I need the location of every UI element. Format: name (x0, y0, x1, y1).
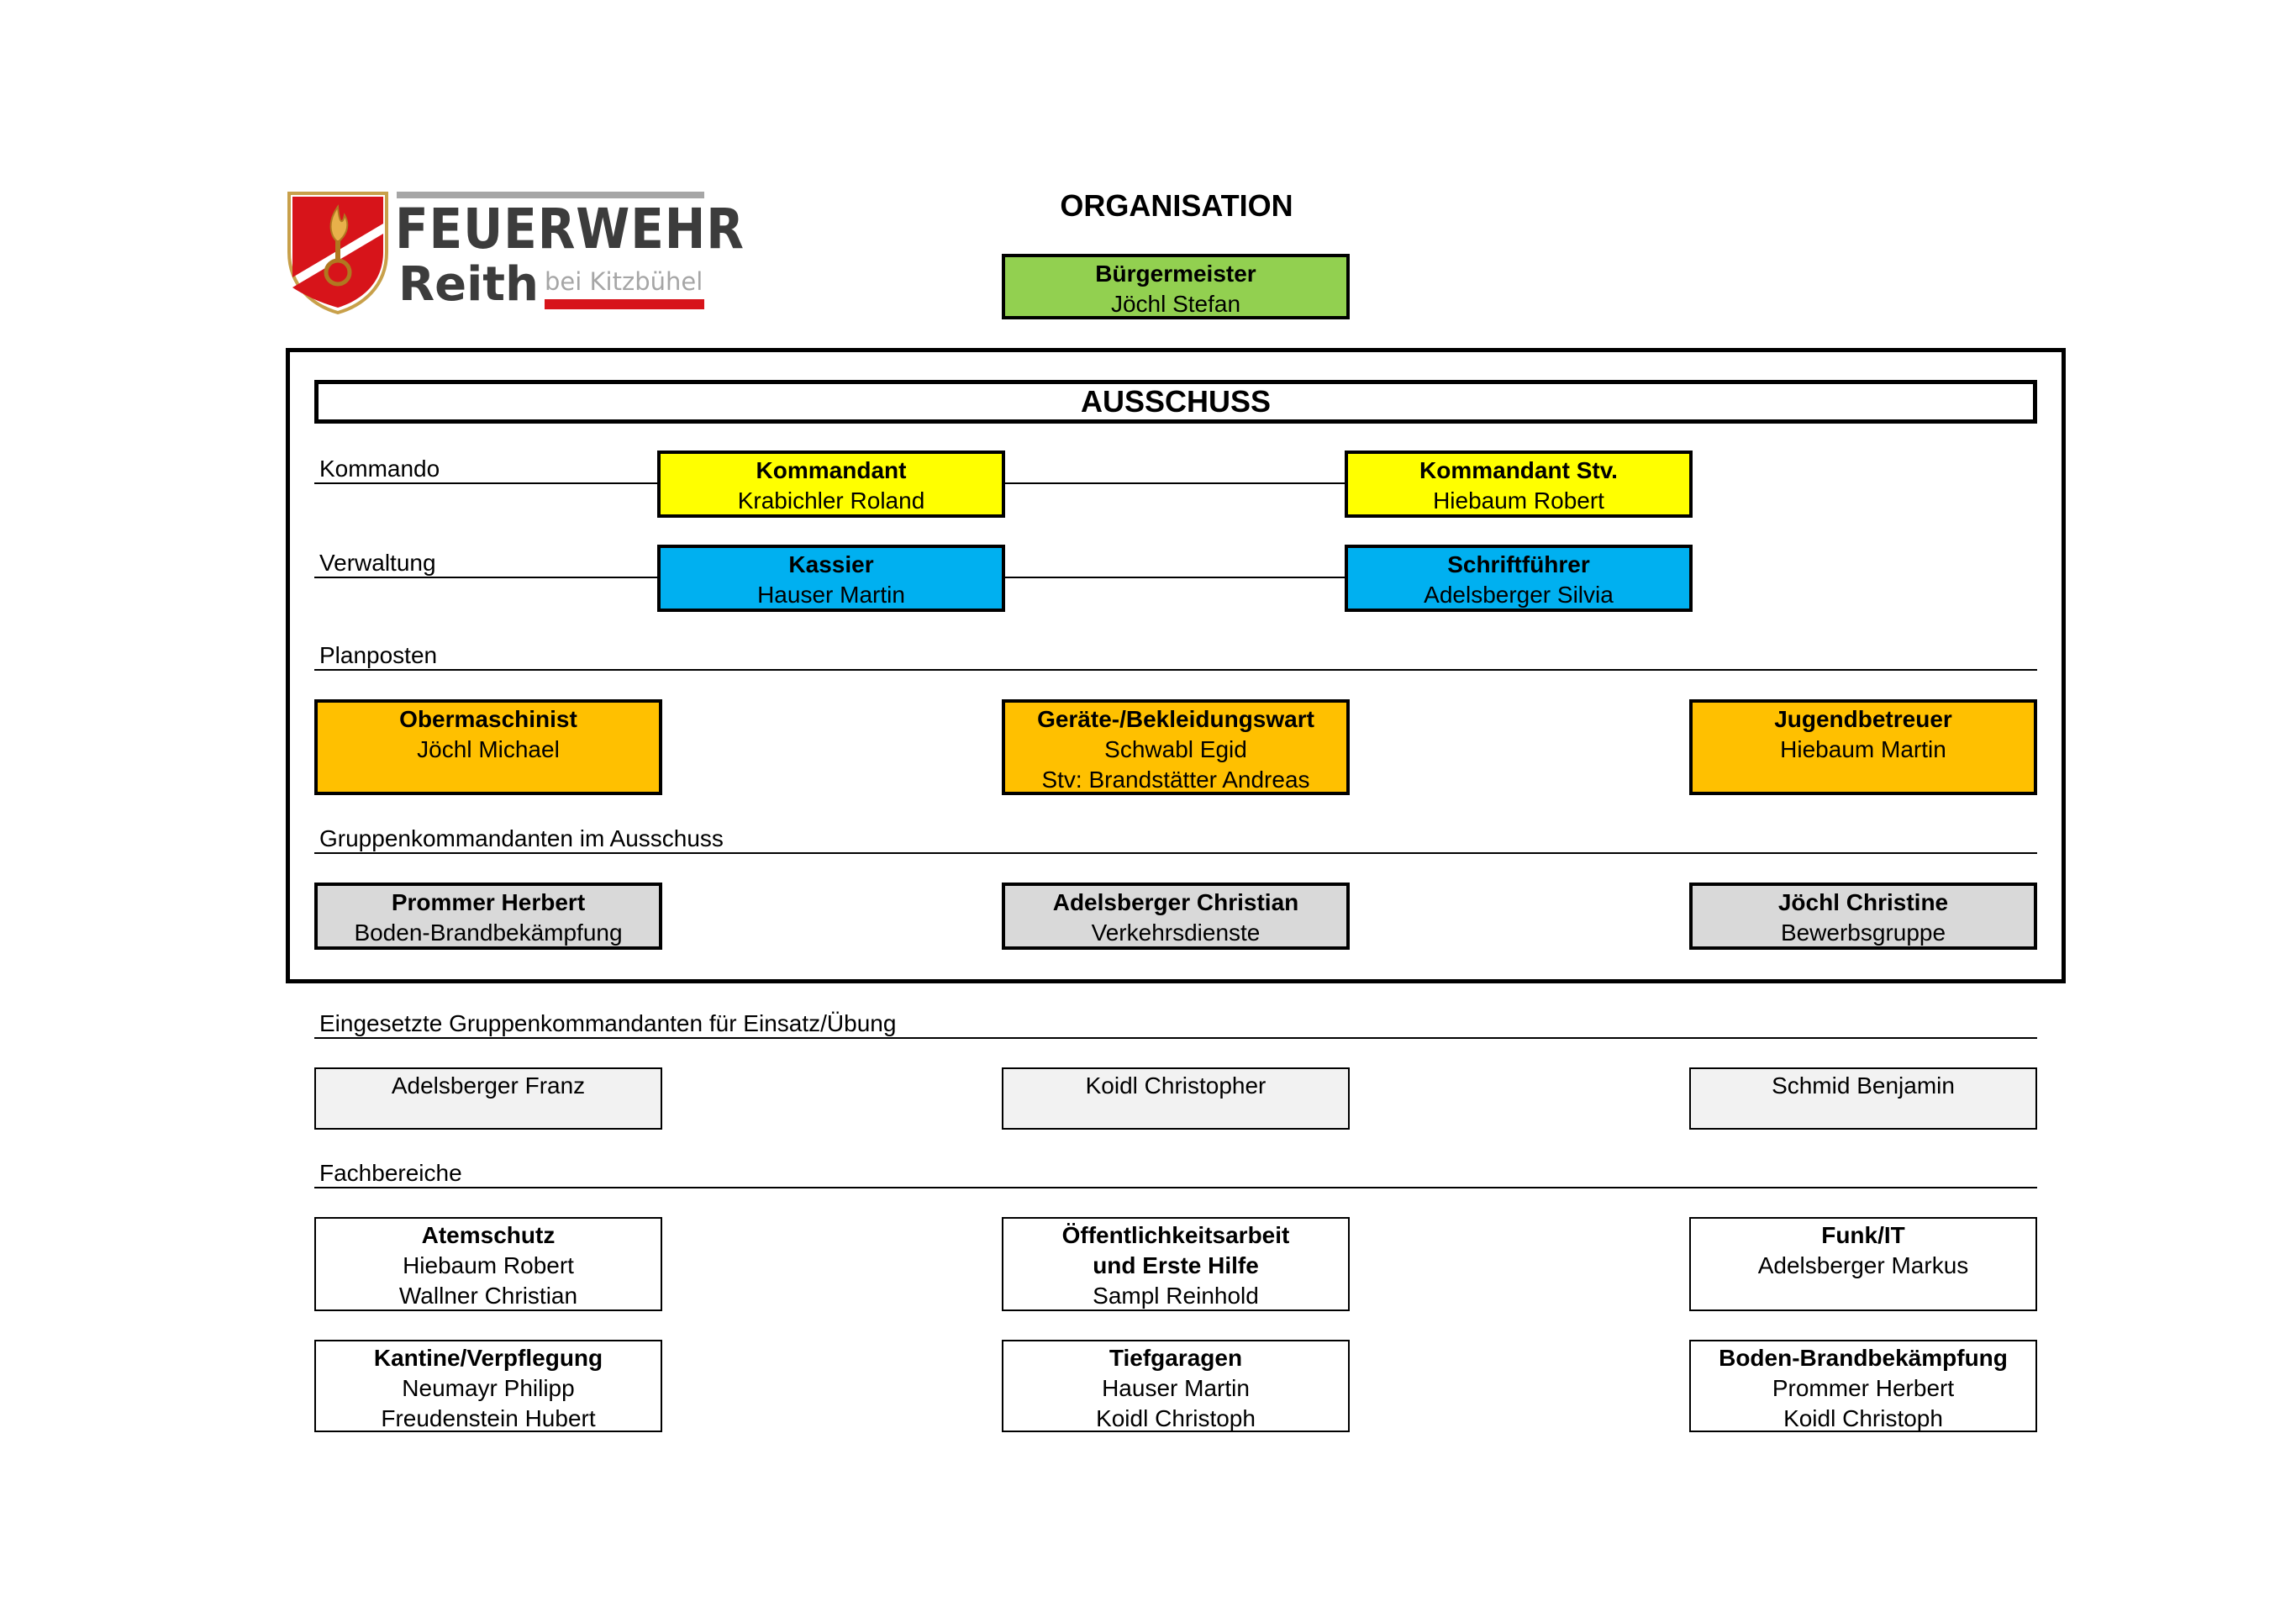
mayor-box: Bürgermeister Jöchl Stefan (1002, 254, 1350, 319)
fachbereich-box: Öffentlichkeitsarbeit und Erste Hilfe Sa… (1002, 1217, 1350, 1311)
planposten-title: Geräte-/Bekleidungswart (1037, 706, 1314, 732)
fachbereich-title: und Erste Hilfe (1093, 1252, 1259, 1278)
geraetewart-box: Geräte-/Bekleidungswart Schwabl Egid Stv… (1002, 699, 1350, 795)
committee-title: AUSSCHUSS (1080, 384, 1272, 419)
kassier-box: Kassier Hauser Martin (657, 545, 1005, 612)
deployed-commander-name: Koidl Christopher (1085, 1072, 1266, 1099)
group-commander-name: Adelsberger Christian (1052, 889, 1299, 915)
section-label-deployed: Eingesetzte Gruppenkommandanten für Eins… (319, 1010, 897, 1036)
fachbereiche-divider (314, 1187, 2037, 1188)
planposten-name: Jöchl Michael (417, 736, 560, 762)
section-label-kommando: Kommando (319, 456, 440, 482)
kommandant-stv-title: Kommandant Stv. (1419, 457, 1618, 483)
group-commander-box: Jöchl Christine Bewerbsgruppe (1689, 883, 2037, 950)
fachbereich-member: Freudenstein Hubert (381, 1405, 596, 1431)
section-label-fachbereiche: Fachbereiche (319, 1160, 462, 1186)
verwaltung-connector-left (314, 577, 661, 578)
fachbereich-member: Koidl Christoph (1096, 1405, 1256, 1431)
section-label-verwaltung: Verwaltung (319, 550, 436, 576)
kommandant-stv-name: Hiebaum Robert (1433, 487, 1604, 514)
deployed-commander-box: Adelsberger Franz (314, 1067, 662, 1130)
fachbereich-member: Hauser Martin (1102, 1375, 1250, 1401)
logo-top-bar (397, 192, 704, 198)
logo: FEUERWEHR Reith bei Kitzbühel (286, 190, 744, 316)
planposten-divider (314, 669, 2037, 671)
fachbereich-title: Funk/IT (1821, 1222, 1905, 1248)
kommandant-name: Krabichler Roland (737, 487, 925, 514)
schriftfuehrer-box: Schriftführer Adelsberger Silvia (1345, 545, 1693, 612)
fachbereich-title: Öffentlichkeitsarbeit (1061, 1222, 1290, 1248)
fachbereich-title: Atemschutz (421, 1222, 556, 1248)
fachbereich-member: Prommer Herbert (1772, 1375, 1955, 1401)
fire-department-shield-icon (287, 192, 388, 314)
group-commanders-divider (314, 852, 2037, 854)
deployed-commander-box: Koidl Christopher (1002, 1067, 1350, 1130)
schriftfuehrer-title: Schriftführer (1447, 551, 1590, 577)
group-commander-name: Jöchl Christine (1777, 889, 1949, 915)
fachbereich-member: Wallner Christian (398, 1283, 578, 1309)
kommandant-title: Kommandant (756, 457, 907, 483)
section-label-planposten: Planposten (319, 642, 438, 668)
fachbereich-member: Sampl Reinhold (1093, 1283, 1259, 1309)
fachbereich-member: Neumayr Philipp (402, 1375, 575, 1401)
planposten-title: Obermaschinist (399, 706, 577, 732)
deployed-commander-name: Adelsberger Franz (391, 1072, 586, 1099)
planposten-name: Schwabl Egid (1104, 736, 1247, 762)
fachbereich-member: Koidl Christoph (1783, 1405, 1943, 1431)
deployed-commander-box: Schmid Benjamin (1689, 1067, 2037, 1130)
fachbereich-member: Adelsberger Markus (1757, 1252, 1969, 1278)
group-commander-unit: Boden-Brandbekämpfung (354, 920, 623, 946)
mayor-title: Bürgermeister (1095, 261, 1256, 287)
deployed-divider (314, 1037, 2037, 1039)
kassier-name: Hauser Martin (757, 582, 905, 608)
fachbereich-box: Boden-Brandbekämpfung Prommer Herbert Ko… (1689, 1340, 2037, 1432)
fachbereich-title: Tiefgaragen (1109, 1345, 1243, 1371)
page-title: ORGANISATION (1060, 188, 1293, 223)
planposten-title: Jugendbetreuer (1774, 706, 1952, 732)
group-commander-unit: Verkehrsdienste (1091, 920, 1261, 946)
logo-text-reith: Reith (398, 257, 539, 312)
fachbereich-member: Hiebaum Robert (403, 1252, 574, 1278)
group-commander-box: Prommer Herbert Boden-Brandbekämpfung (314, 883, 662, 950)
fachbereich-title: Kantine/Verpflegung (373, 1345, 603, 1371)
jugendbetreuer-box: Jugendbetreuer Hiebaum Martin (1689, 699, 2037, 795)
kommando-connector-left (314, 482, 661, 484)
logo-text-feuerwehr: FEUERWEHR (395, 197, 745, 261)
deployed-commander-name: Schmid Benjamin (1772, 1072, 1955, 1099)
fachbereich-box: Tiefgaragen Hauser Martin Koidl Christop… (1002, 1340, 1350, 1432)
logo-text-subtitle: bei Kitzbühel (545, 267, 703, 296)
group-commander-name: Prommer Herbert (391, 889, 586, 915)
kommandant-box: Kommandant Krabichler Roland (657, 451, 1005, 518)
fachbereich-box: Atemschutz Hiebaum Robert Wallner Christ… (314, 1217, 662, 1311)
kassier-title: Kassier (788, 551, 874, 577)
kommandant-stv-box: Kommandant Stv. Hiebaum Robert (1345, 451, 1693, 518)
fachbereich-box: Kantine/Verpflegung Neumayr Philipp Freu… (314, 1340, 662, 1432)
planposten-name: Hiebaum Martin (1780, 736, 1946, 762)
section-label-group-commanders: Gruppenkommandanten im Ausschuss (319, 825, 724, 851)
verwaltung-connector-middle (1002, 577, 1348, 578)
fachbereich-title: Boden-Brandbekämpfung (1719, 1345, 2008, 1371)
kommando-connector-middle (1002, 482, 1348, 484)
group-commander-box: Adelsberger Christian Verkehrsdienste (1002, 883, 1350, 950)
logo-red-bar (545, 299, 704, 309)
planposten-deputy: Stv: Brandstätter Andreas (1041, 767, 1310, 793)
committee-frame (286, 348, 2066, 983)
schriftfuehrer-name: Adelsberger Silvia (1424, 582, 1614, 608)
fachbereich-box: Funk/IT Adelsberger Markus (1689, 1217, 2037, 1311)
mayor-name: Jöchl Stefan (1110, 291, 1241, 317)
committee-header: AUSSCHUSS (314, 380, 2037, 424)
obermaschinist-box: Obermaschinist Jöchl Michael (314, 699, 662, 795)
group-commander-unit: Bewerbsgruppe (1780, 920, 1946, 946)
